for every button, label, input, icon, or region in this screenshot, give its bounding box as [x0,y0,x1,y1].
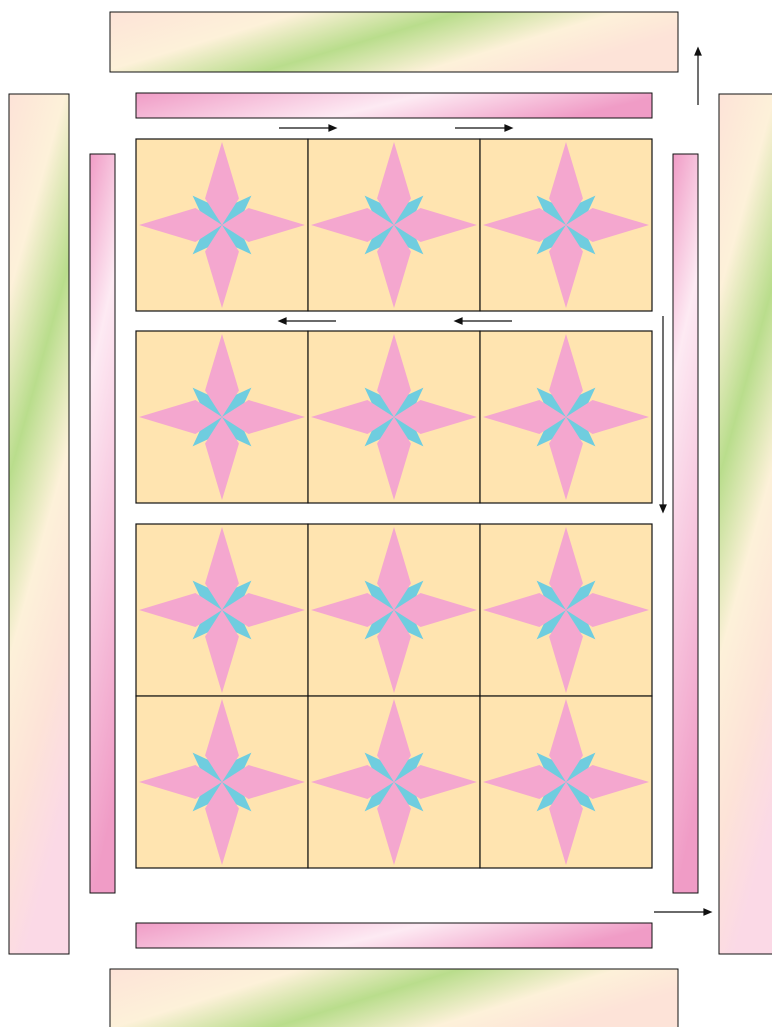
quilt-block [136,524,308,696]
inner-border-left [90,154,115,893]
quilt-block [480,331,652,503]
arrow-left-icon [279,318,336,324]
inner-border-bottom [136,923,652,948]
arrow-down-icon [660,316,666,512]
quilt-block [308,331,480,503]
arrow-right-icon [654,909,711,915]
quilt-block [480,139,652,311]
quilt-block [308,524,480,696]
quilt-block [136,139,308,311]
inner-border-top [136,93,652,118]
arrow-left-icon [455,318,512,324]
block-row-group [136,331,652,503]
arrow-right-icon [279,125,336,131]
quilt-block [480,524,652,696]
quilt-block [136,696,308,868]
outer-border-top [110,12,678,72]
quilt-block [308,696,480,868]
block-row-group [136,524,652,868]
outer-border-right [719,94,772,954]
block-row-group [136,139,652,311]
arrow-right-icon [455,125,512,131]
outer-border-left [9,94,69,954]
outer-border-bottom [110,969,678,1027]
quilt-block [480,696,652,868]
arrow-up-icon [695,48,701,105]
quilt-blocks [136,139,652,868]
inner-border-right [673,154,698,893]
quilt-block [308,139,480,311]
quilt-block [136,331,308,503]
